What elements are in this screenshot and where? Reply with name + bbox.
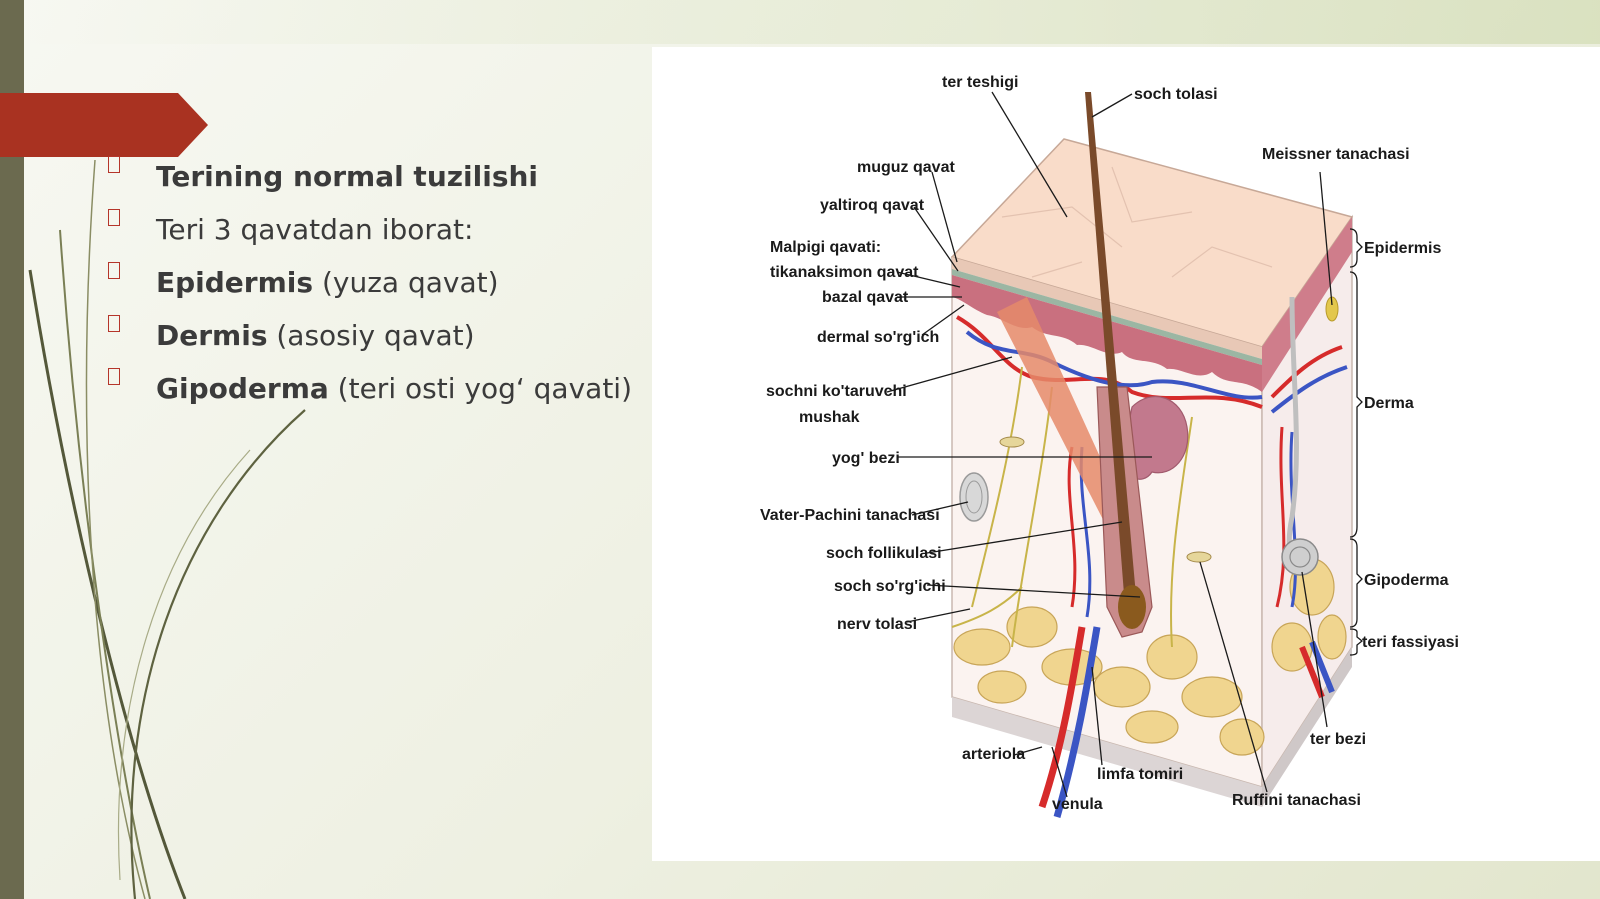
bullet-marker-icon — [108, 315, 120, 332]
pacinian-corpuscle — [959, 472, 989, 522]
bullet-item: Epidermis (yuza qavat) — [108, 256, 632, 309]
label-epidermis: Epidermis — [1364, 240, 1441, 257]
label-meissner-tanachasi: Meissner tanachasi — [1262, 146, 1410, 163]
bullet-bold-text: Terining normal tuzilishi — [156, 160, 539, 193]
bullet-item: Terining normal tuzilishi — [108, 150, 632, 203]
fascia-band — [952, 697, 1262, 807]
label-yaltiroq-qavat: yaltiroq qavat — [820, 197, 925, 214]
arrector-pili-muscle — [997, 297, 1132, 547]
bullet-text: Teri 3 qavatdan iborat: — [156, 213, 474, 246]
layer-brackets — [1349, 228, 1364, 656]
bullet-text: (asosiy qavat) — [267, 319, 475, 352]
venula-vessel — [1053, 626, 1101, 818]
bullet-marker-icon — [108, 209, 120, 226]
bullet-text: (teri osti yog‘ qavati) — [328, 372, 632, 405]
label-arteriola: arteriola — [962, 746, 1025, 763]
decorative-curves — [28, 159, 306, 899]
label-tikanaksimon-qavat: tikanaksimon qavat — [770, 264, 919, 281]
bullet-item: Teri 3 qavatdan iborat: — [108, 203, 632, 256]
leader-lines — [886, 91, 1333, 798]
meissner-corpuscle — [1325, 296, 1339, 322]
skin-diagram-figure: ter teshigi soch tolasi muguz qavat yalt… — [652, 47, 1600, 861]
label-muguz-qavat: muguz qavat — [857, 159, 955, 176]
label-mushak: mushak — [799, 409, 860, 426]
label-derma: Derma — [1364, 395, 1414, 412]
label-ter-bezi: ter bezi — [1310, 731, 1366, 748]
bullet-bold-text: Dermis — [156, 319, 268, 352]
bullet-marker-icon — [108, 262, 120, 279]
skin-diagram: ter teshigi soch tolasi muguz qavat yalt… — [760, 74, 1459, 818]
sweat-gland-coil — [1281, 538, 1319, 576]
label-soch-follikulasi: soch follikulasi — [826, 545, 942, 562]
title-accent-banner — [0, 93, 208, 157]
label-sochni-kotaruvchi: sochni ko'taruvchi — [766, 383, 907, 400]
bullet-bold-text: Gipoderma — [156, 372, 329, 405]
arteriola-vessel — [1038, 626, 1086, 809]
label-soch-sorgichi: soch so'rg'ichi — [834, 578, 946, 595]
bullet-text: (yuza qavat) — [313, 266, 499, 299]
bullet-item: Gipoderma (teri osti yog‘ qavati) — [108, 362, 632, 415]
label-teri-fassiyasi: teri fassiyasi — [1362, 634, 1459, 651]
vein-vessel — [965, 330, 1263, 400]
ruffini-corpuscle — [1186, 551, 1212, 563]
label-limfa-tomiri: limfa tomiri — [1097, 766, 1183, 783]
label-soch-tolasi: soch tolasi — [1134, 86, 1218, 103]
bullet-bold-text: Epidermis — [156, 266, 314, 299]
hair-shaft — [1085, 92, 1137, 607]
bullet-list: Terining normal tuzilishi Teri 3 qavatda… — [108, 150, 632, 415]
label-ruffini-tanachasi: Ruffini tanachasi — [1232, 792, 1361, 809]
label-nerv-tolasi: nerv tolasi — [837, 616, 917, 633]
bullet-marker-icon — [108, 368, 120, 385]
label-vater-pachini: Vater-Pachini tanachasi — [760, 507, 940, 524]
label-ter-teshigi: ter teshigi — [942, 74, 1018, 91]
top-glow — [24, 0, 1600, 44]
label-bazal-qavat: bazal qavat — [822, 289, 909, 306]
label-yog-bezi: yog' bezi — [832, 450, 900, 467]
label-dermal-sorgich: dermal so'rg'ich — [817, 329, 939, 346]
label-malpigi-qavati: Malpigi qavati: — [770, 239, 881, 256]
bullet-item: Dermis (asosiy qavat) — [108, 309, 632, 362]
label-gipoderma: Gipoderma — [1364, 572, 1449, 589]
label-venula: venula — [1052, 796, 1103, 813]
bullet-marker-icon — [108, 156, 120, 173]
